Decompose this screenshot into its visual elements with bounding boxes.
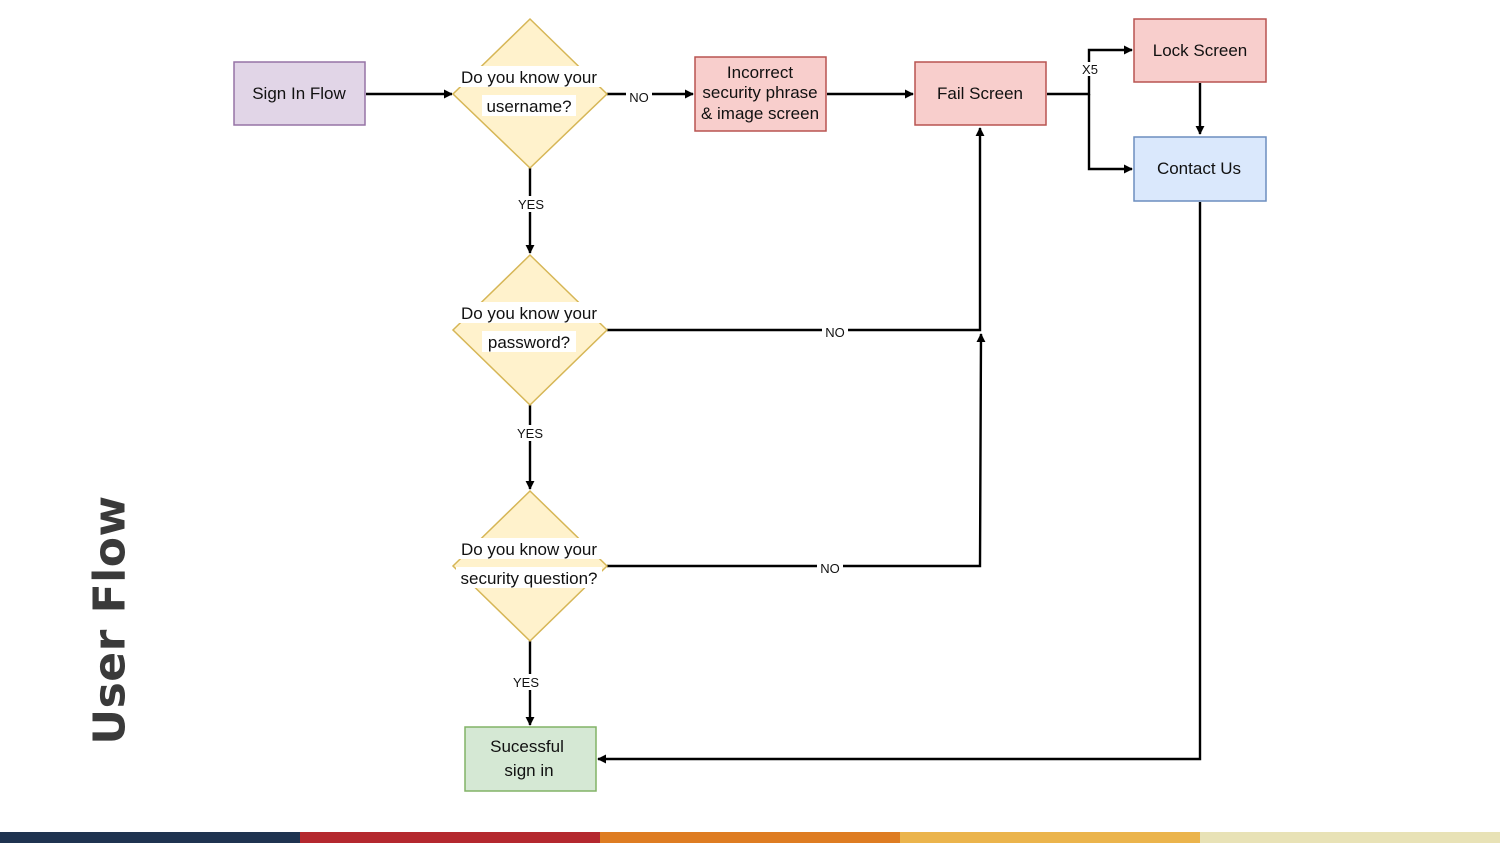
edge-password-no: [607, 127, 985, 332]
footer-stripe: [1200, 832, 1500, 843]
decision-label-line-1: Do you know your: [461, 68, 597, 87]
decision-label-line-1: Do you know your: [461, 304, 597, 323]
node-fail-screen: Fail Screen: [914, 61, 1047, 126]
decision-label-line-2: password?: [488, 333, 570, 352]
node-label: Fail Screen: [937, 84, 1023, 103]
node-successful-sign-in: Sucessful sign in: [464, 726, 597, 792]
node-shape: [1133, 18, 1267, 83]
node-shape: [914, 61, 1047, 126]
decision-label-line-1: Do you know your: [461, 540, 597, 559]
node-lock-screen: Lock Screen: [1133, 18, 1267, 83]
node-label-line-3: & image screen: [701, 104, 819, 123]
footer-stripe: [600, 832, 900, 843]
node-incorrect-security-screen: Incorrect security phrase & image screen: [694, 56, 827, 132]
node-label-line-2: sign in: [504, 761, 553, 780]
footer-color-bar: [0, 832, 1500, 843]
edge-fail-to-contact: [1087, 94, 1133, 174]
decision-shape: [451, 17, 609, 170]
label-username-no: NO: [629, 90, 649, 105]
node-label: Contact Us: [1157, 159, 1241, 178]
decision-shape: [451, 489, 609, 643]
label-username-yes: YES: [518, 197, 544, 212]
node-sign-in-flow: Sign In Flow: [233, 61, 366, 126]
decision-security-question: Do you know your security question?: [451, 489, 609, 643]
label-password-no: NO: [825, 325, 845, 340]
label-security-yes: YES: [513, 675, 539, 690]
node-label: Sign In Flow: [252, 84, 346, 103]
label-x5: X5: [1082, 62, 1098, 77]
node-label-line-1: Incorrect: [727, 63, 793, 82]
edge-security-no: [607, 333, 986, 568]
decision-username: Do you know your username?: [451, 17, 609, 170]
label-security-no: NO: [820, 561, 840, 576]
node-label-line-1: Sucessful: [490, 737, 564, 756]
decision-label-line-2: username?: [486, 97, 571, 116]
node-shape: [1133, 136, 1267, 202]
decision-password: Do you know your password?: [451, 253, 609, 407]
node-label: Lock Screen: [1153, 41, 1248, 60]
decision-shape: [451, 253, 609, 407]
footer-stripe: [0, 832, 300, 843]
label-password-yes: YES: [517, 426, 543, 441]
edge-contact-to-success: [597, 202, 1202, 764]
node-shape: [464, 726, 597, 792]
decision-label-line-2: security question?: [460, 569, 597, 588]
node-shape: [694, 56, 827, 132]
edges: [366, 45, 1205, 764]
node-label-line-2: security phrase: [702, 83, 817, 102]
footer-stripe: [300, 832, 600, 843]
node-shape: [233, 61, 366, 126]
node-contact-us: Contact Us: [1133, 136, 1267, 202]
footer-stripe: [900, 832, 1200, 843]
edge-labels: NO X5 YES NO YES NO YES: [511, 62, 1100, 690]
